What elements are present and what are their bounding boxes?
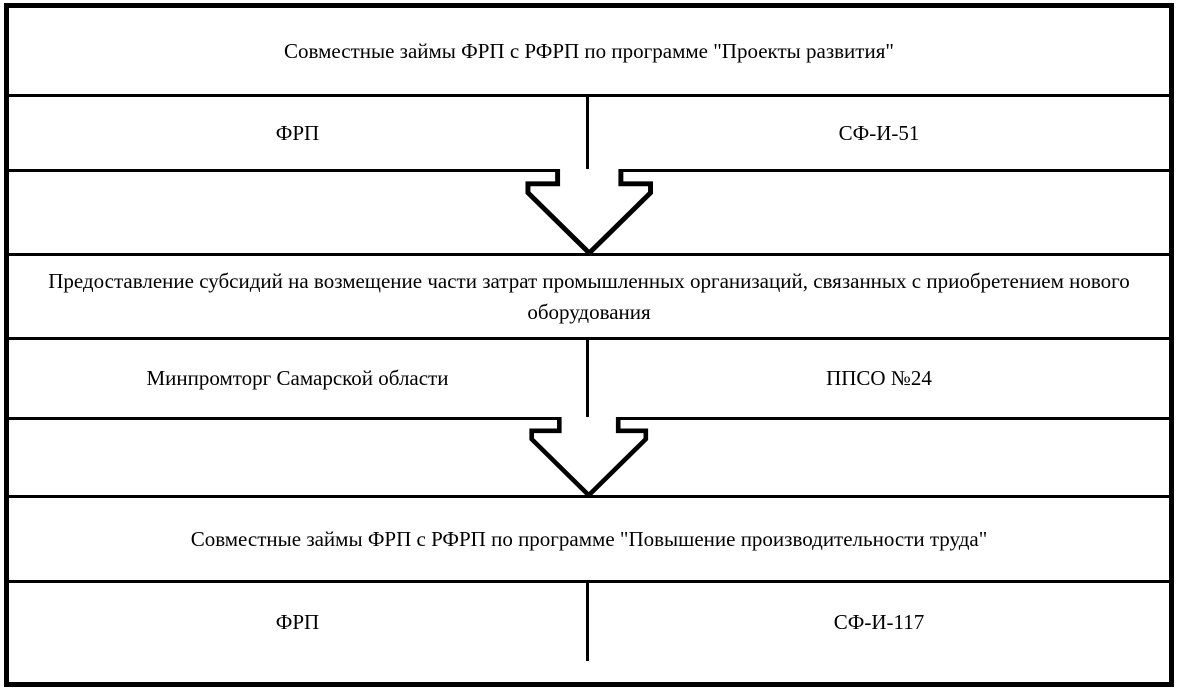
program-block-3-title-box: Совместные займы ФРП с РФРП по программе… (9, 495, 1169, 580)
program-block-3-details: ФРП СФ-И-117 (9, 580, 1169, 661)
flow-connector-1 (9, 169, 1169, 256)
program-block-1-operator-cell: ФРП (9, 97, 589, 169)
operator-label: ФРП (275, 609, 320, 634)
code-label: СФ-И-51 (838, 120, 920, 145)
program-block-2-code-cell: ППСО №24 (589, 340, 1169, 417)
operator-label: ФРП (275, 120, 320, 145)
program-block-3-title: Совместные займы ФРП с РФРП по программе… (190, 526, 988, 551)
program-block-1-details: ФРП СФ-И-51 (9, 94, 1169, 169)
code-label: ППСО №24 (826, 366, 932, 390)
down-block-arrow-icon (525, 169, 653, 256)
program-flowchart: Совместные займы ФРП с РФРП по программе… (4, 3, 1174, 687)
program-block-3-code-cell: СФ-И-117 (589, 583, 1169, 661)
program-block-2-details: Минпромторг Самарской области ППСО №24 (9, 337, 1169, 417)
down-block-arrow-icon (529, 417, 649, 498)
program-block-1-title-box: Совместные займы ФРП с РФРП по программе… (9, 8, 1169, 94)
program-block-2-title-box: Предоставление субсидий на возмещение ча… (9, 253, 1169, 337)
program-block-1-title: Совместные займы ФРП с РФРП по программе… (284, 38, 894, 63)
program-block-1-code-cell: СФ-И-51 (589, 97, 1169, 169)
program-block-3-operator-cell: ФРП (9, 583, 589, 661)
operator-label: Минпромторг Самарской области (146, 366, 449, 390)
code-label: СФ-И-117 (833, 609, 925, 634)
program-block-2-operator-cell: Минпромторг Самарской области (9, 340, 589, 417)
flow-connector-2 (9, 417, 1169, 498)
program-block-2-title: Предоставление субсидий на возмещение ча… (48, 269, 1130, 324)
